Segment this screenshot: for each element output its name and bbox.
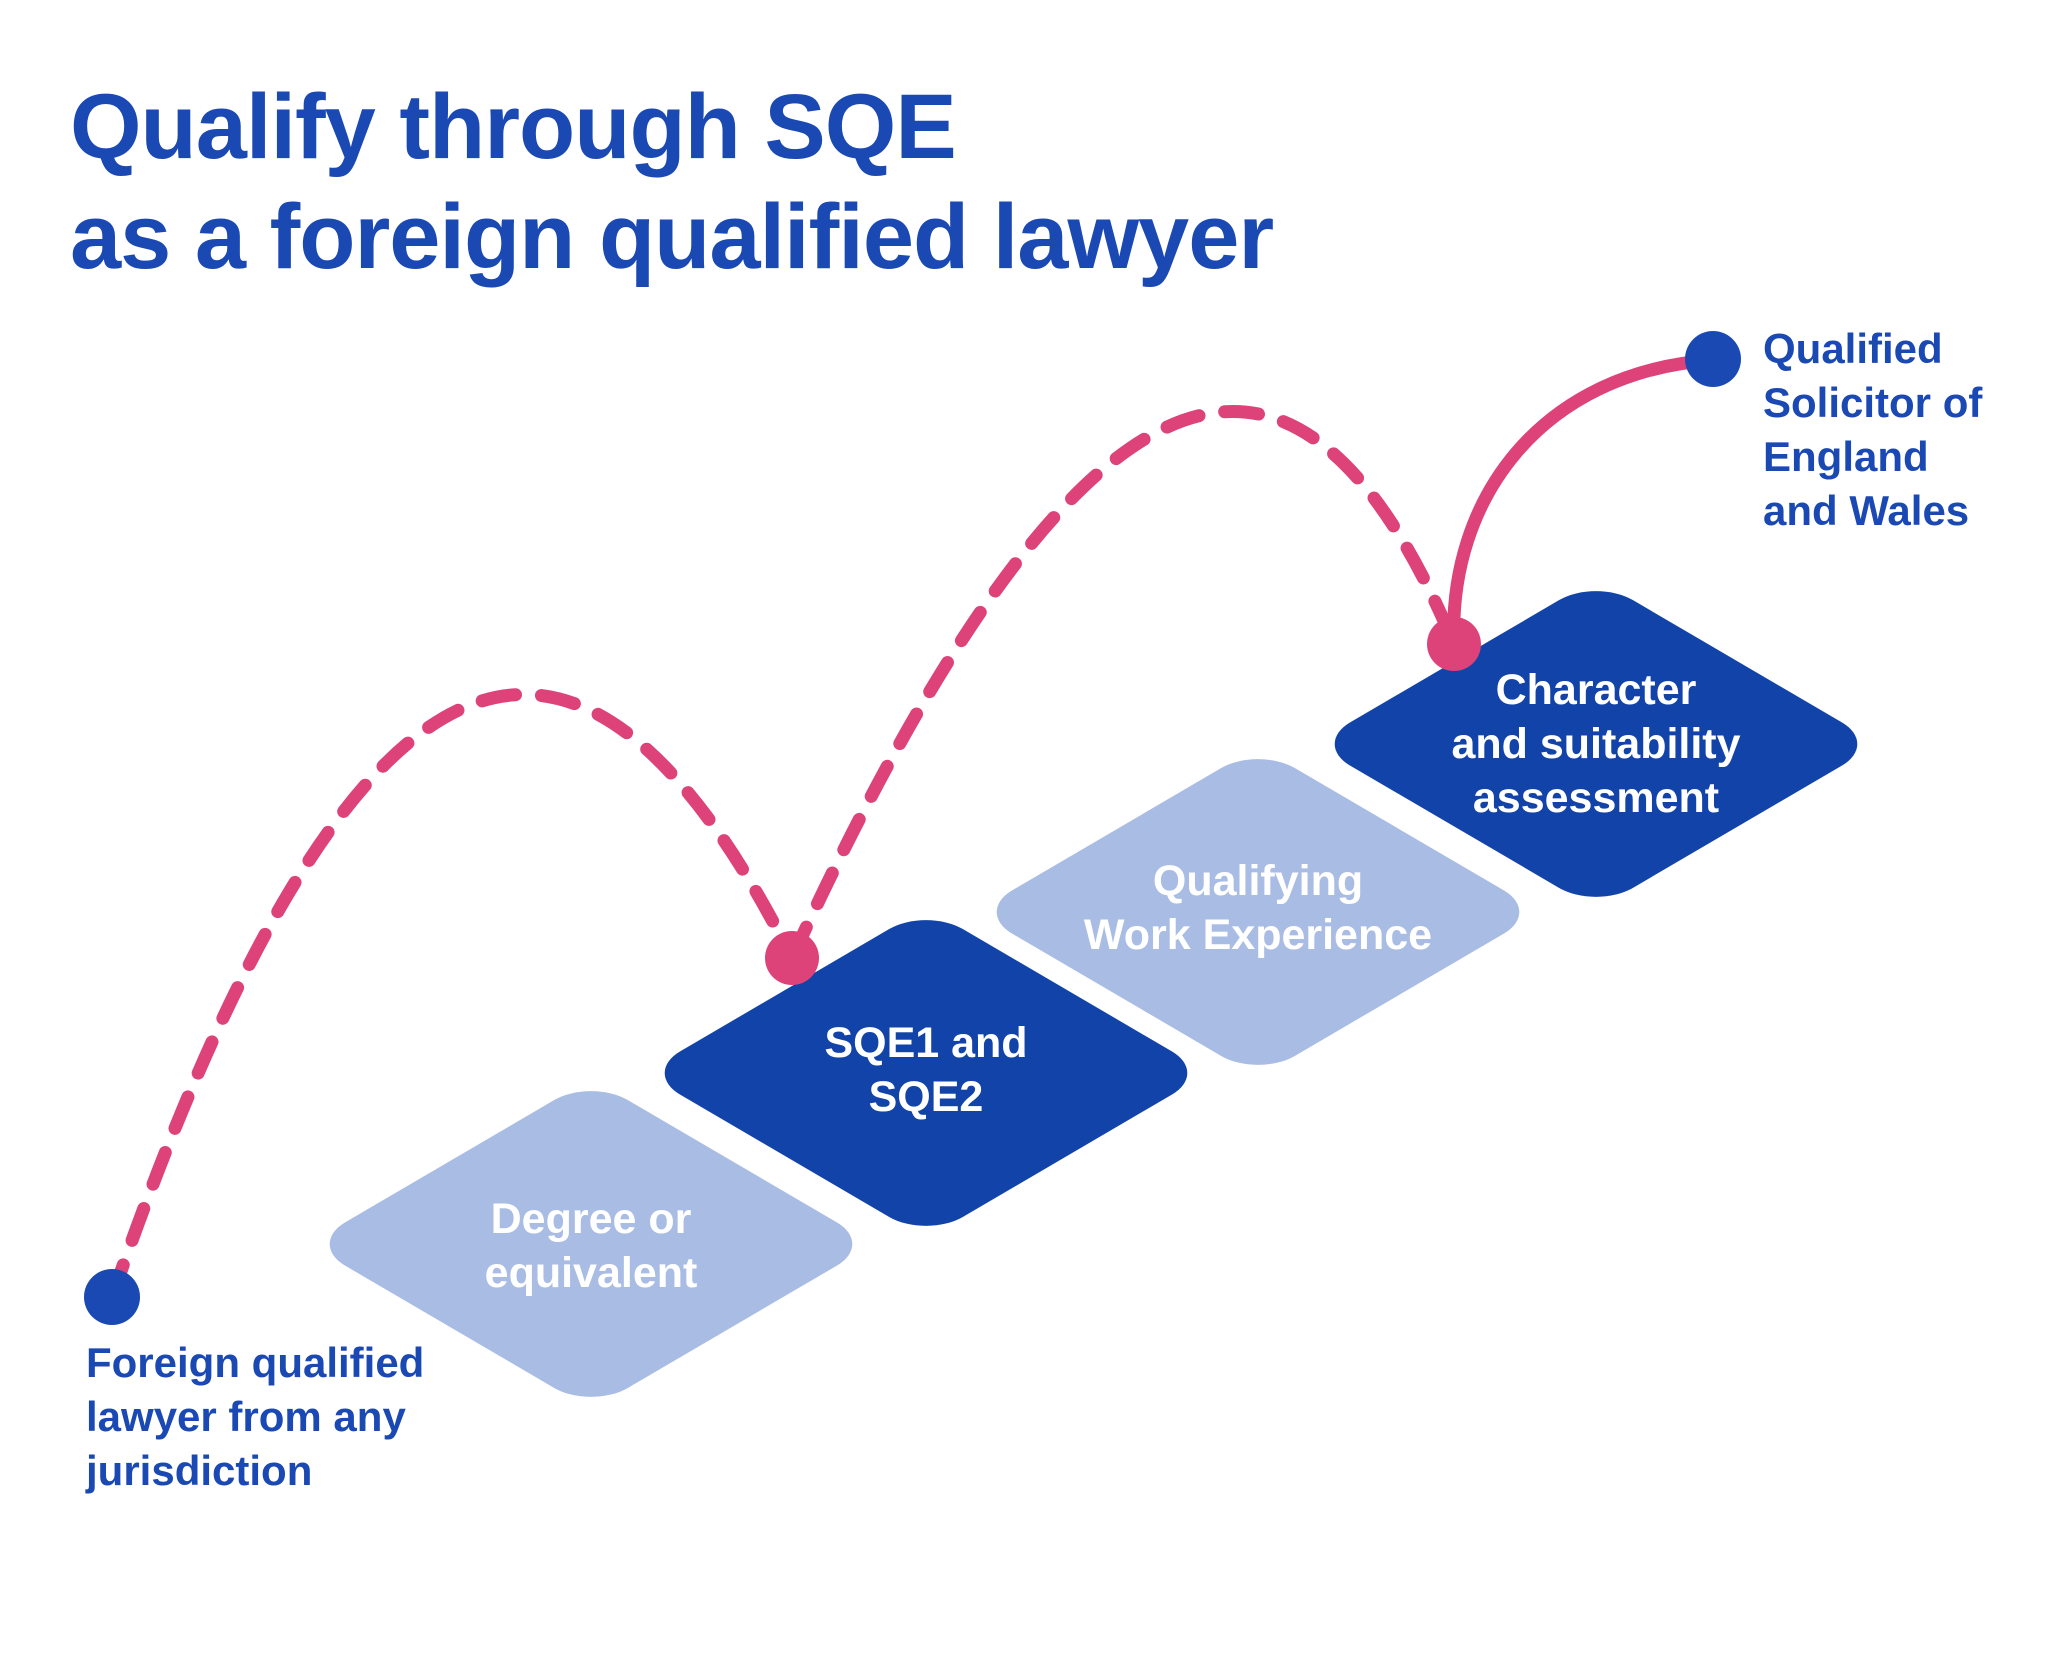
start-dot [84, 1269, 140, 1325]
waypoint-dot-character [1427, 617, 1481, 671]
step-label-qwe: Qualifying Work Experience [1083, 857, 1433, 959]
step-label-character: Character and suitability assessment [1451, 666, 1741, 822]
arc-start-to-sqe-dashed [105, 688, 799, 1304]
arc-sqe-to-character-dashed [785, 405, 1461, 965]
end-dot [1685, 331, 1741, 387]
waypoint-dot-sqe [765, 931, 819, 985]
step-label-sqe: SQE1 and SQE2 [824, 1019, 1028, 1121]
end-label: Qualified Solicitor of England and Wales [1763, 325, 1983, 534]
start-label: Foreign qualified lawyer from any jurisd… [86, 1339, 425, 1494]
step-diamond-degree [329, 1091, 853, 1397]
page-title: Qualify through SQE as a foreign qualifi… [70, 76, 1274, 288]
step-diamond-sqe [664, 920, 1188, 1226]
step-label-degree: Degree or equivalent [484, 1195, 698, 1297]
step-diamond-qwe [996, 759, 1520, 1065]
arc-character-to-qualified-solid [1447, 353, 1720, 651]
